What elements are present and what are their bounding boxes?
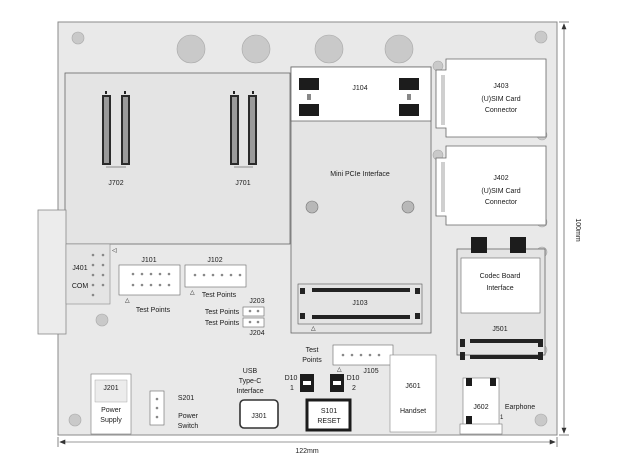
j104-pad — [399, 78, 419, 90]
j602-label: J602 — [473, 404, 488, 411]
j601-handset-jack — [389, 354, 437, 433]
pcie-screw — [401, 200, 415, 214]
j401-pins — [91, 253, 105, 297]
j102-label: J102 — [207, 257, 222, 264]
codec-pad — [510, 237, 526, 253]
j105-tp-line2: Points — [302, 357, 322, 364]
width-dimension — [57, 437, 558, 447]
pcie-screw — [305, 200, 319, 214]
d10-1-name: D10 — [285, 375, 298, 382]
earphone-label: Earphone — [505, 404, 535, 411]
antenna-hole — [314, 34, 344, 64]
s201-label: S201 — [178, 395, 194, 402]
j204-label: J204 — [249, 330, 264, 337]
codec-box — [460, 257, 541, 314]
j101-header — [118, 264, 181, 296]
j702-label: J702 — [108, 180, 123, 187]
usb-line3: Interface — [236, 388, 263, 395]
j101-label: J101 — [141, 257, 156, 264]
j403-label: J403 — [493, 83, 508, 90]
corner-hole — [71, 31, 85, 45]
j701-connector — [230, 91, 257, 168]
j101-pin1-marker: △ — [125, 298, 130, 304]
j102-pins — [193, 273, 242, 277]
com-label: COM — [72, 283, 89, 290]
power-switch-line1: Power — [178, 413, 199, 420]
codec-line1: Codec Board — [480, 273, 521, 280]
j701-label: J701 — [235, 180, 250, 187]
j402-line1: (U)SIM Card — [481, 188, 520, 195]
corner-hole — [534, 413, 548, 427]
j105-tp-line1: Test — [306, 347, 319, 354]
j105-pins — [341, 353, 381, 357]
j104-pad — [399, 104, 419, 116]
j501-label: J501 — [492, 326, 507, 333]
j702-connector — [102, 91, 130, 168]
codec-line2: Interface — [486, 285, 513, 292]
j601-label: J601 — [405, 383, 420, 390]
handset-label: Handset — [400, 408, 426, 415]
antenna-hole — [176, 34, 206, 64]
d10-2-name: D10 — [347, 375, 360, 382]
usb-line2: Type-C — [239, 378, 262, 385]
s101-label: S101 — [321, 408, 337, 415]
width-dim-label: 122mm — [295, 448, 319, 455]
height-dimension — [559, 21, 569, 436]
j203-label: J203 — [249, 298, 264, 305]
corner-hole — [534, 30, 548, 44]
side-hole — [432, 60, 444, 72]
j403-line2: Connector — [485, 107, 518, 114]
j102-pin1-marker: △ — [190, 290, 195, 296]
j104-pad — [299, 78, 319, 90]
j403-line1: (U)SIM Card — [481, 96, 520, 103]
reset-label: RESET — [317, 418, 341, 425]
j602-pin1-marker: 1 — [500, 415, 504, 421]
j105-pin1-marker: △ — [337, 367, 342, 373]
j102-header — [184, 264, 247, 288]
j501-pins — [460, 339, 543, 360]
j402-line2: Connector — [485, 199, 518, 206]
j105-label: J105 — [363, 368, 378, 375]
j301-label: J301 — [251, 413, 266, 420]
j401-com-body — [37, 209, 67, 335]
power-supply-line2: Supply — [100, 417, 122, 424]
j403-sim — [435, 58, 547, 138]
j102-test-points: Test Points — [202, 292, 237, 299]
j402-label: J402 — [493, 175, 508, 182]
power-switch-line2: Switch — [178, 423, 199, 430]
j104-label: J104 — [352, 85, 367, 92]
j203-header — [242, 306, 265, 317]
usb-line1: USB — [243, 368, 258, 375]
side-hole — [95, 313, 109, 327]
j401-label: J401 — [72, 265, 87, 272]
j402-sim — [435, 145, 547, 226]
mini-pcie-label: Mini PCIe Interface — [330, 171, 390, 178]
j103-pin1-marker: △ — [311, 326, 316, 332]
d10-2-num: 2 — [352, 385, 356, 392]
j104-pad — [299, 104, 319, 116]
j301-usb — [239, 399, 279, 429]
corner-hole — [68, 413, 82, 427]
j103-pins — [300, 288, 420, 319]
j103-label: J103 — [352, 300, 367, 307]
j201-label: J201 — [103, 385, 118, 392]
d10-1-num: 1 — [290, 385, 294, 392]
j101-pins — [131, 272, 171, 287]
j203-test-points: Test Points — [205, 309, 240, 316]
s101-reset-button — [305, 398, 352, 432]
height-dim-label: 100mm — [574, 218, 581, 242]
j401-pin1-marker: ◁ — [112, 248, 117, 254]
codec-pad — [471, 237, 487, 253]
j101-test-points: Test Points — [136, 307, 171, 314]
j204-test-points: Test Points — [205, 320, 240, 327]
power-supply-line1: Power — [101, 407, 122, 414]
antenna-hole — [384, 34, 414, 64]
j204-header — [242, 317, 265, 328]
antenna-hole — [241, 34, 271, 64]
